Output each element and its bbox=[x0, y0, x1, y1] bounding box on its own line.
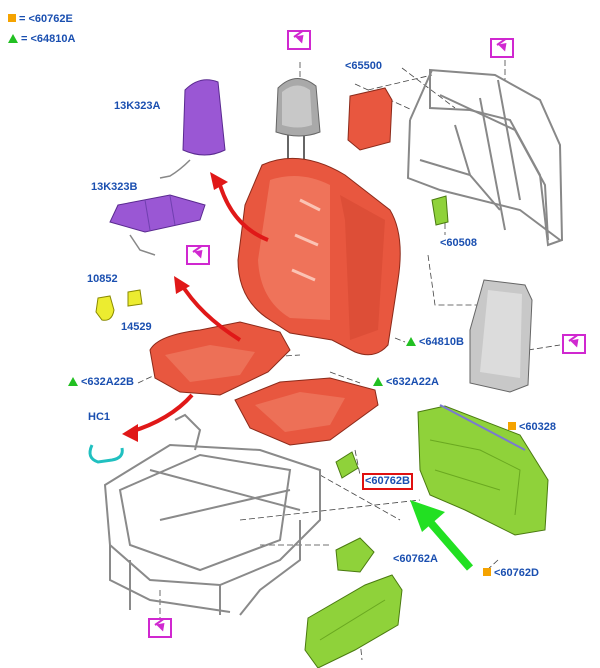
callout-text: <60762D bbox=[494, 567, 539, 579]
heater-pad-lower bbox=[109, 194, 206, 256]
bracket-60762A bbox=[335, 537, 375, 573]
back-panel-65500 bbox=[347, 87, 393, 151]
pointer-icon[interactable] bbox=[148, 618, 172, 638]
callout-632A22B[interactable]: <632A22B bbox=[68, 376, 134, 389]
callout-632A22A[interactable]: <632A22A bbox=[373, 376, 439, 389]
callout-10852[interactable]: 10852 bbox=[87, 273, 118, 285]
square-marker-icon bbox=[483, 568, 491, 576]
bracket-60762B bbox=[335, 451, 359, 479]
callout-text: <60328 bbox=[519, 421, 557, 433]
callout-13K323B[interactable]: 13K323B bbox=[91, 181, 138, 193]
legend-text: = <64810A bbox=[21, 33, 76, 45]
callout-60762B[interactable]: <60762B bbox=[362, 473, 413, 490]
callout-HC1[interactable]: HC1 bbox=[88, 411, 111, 423]
pointer-icon[interactable] bbox=[186, 245, 210, 265]
triangle-marker-icon bbox=[8, 34, 18, 43]
callout-65500[interactable]: <65500 bbox=[345, 60, 383, 72]
connector-10852 bbox=[95, 295, 115, 321]
triangle-marker-icon bbox=[406, 337, 416, 346]
pointer-icon[interactable] bbox=[490, 38, 514, 58]
callout-text: <64810B bbox=[419, 336, 464, 348]
callout-60508[interactable]: <60508 bbox=[440, 237, 478, 249]
callout-60328[interactable]: <60328 bbox=[508, 421, 556, 434]
seat-cushion-foam bbox=[149, 321, 291, 396]
heater-pad-upper bbox=[159, 79, 226, 179]
callout-text: <632A22A bbox=[386, 376, 439, 388]
triangle-marker-icon bbox=[373, 377, 383, 386]
callout-60762A[interactable]: <60762A bbox=[393, 553, 438, 565]
red-arrowheads bbox=[122, 172, 228, 442]
back-cover-panel bbox=[469, 279, 533, 393]
callout-60762D[interactable]: <60762D bbox=[483, 567, 539, 580]
legend-row-triangle: = <64810A bbox=[8, 33, 75, 45]
callout-13K323A[interactable]: 13K323A bbox=[114, 100, 161, 112]
legend-text: = <60762E bbox=[19, 13, 73, 25]
side-shield-60762D bbox=[417, 405, 549, 536]
pointer-icon[interactable] bbox=[287, 30, 311, 50]
callout-14529[interactable]: 14529 bbox=[121, 321, 152, 333]
lower-shield bbox=[304, 574, 403, 668]
callout-text: <632A22B bbox=[81, 376, 134, 388]
square-marker-icon bbox=[8, 14, 16, 22]
seat-base-frame bbox=[103, 413, 321, 616]
seat-back-foam bbox=[237, 157, 401, 356]
pointer-icon[interactable] bbox=[562, 334, 586, 354]
seat-cushion-trim bbox=[234, 377, 379, 446]
rod-60328 bbox=[439, 404, 526, 451]
headrest bbox=[275, 78, 321, 162]
legend-row-square: = <60762E bbox=[8, 13, 73, 25]
hook-HC1 bbox=[88, 444, 124, 464]
square-marker-icon bbox=[508, 422, 516, 430]
seat-back-frame bbox=[406, 68, 564, 247]
connector-14529 bbox=[127, 289, 143, 307]
callout-64810B[interactable]: <64810B bbox=[406, 336, 464, 349]
green-arrow bbox=[410, 500, 474, 571]
triangle-marker-icon bbox=[68, 377, 78, 386]
bracket-60508 bbox=[431, 195, 449, 226]
